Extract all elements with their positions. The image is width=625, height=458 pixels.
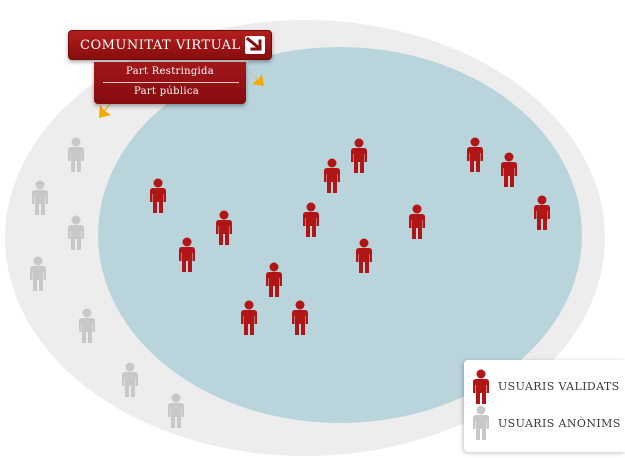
validated-user-icon: [150, 178, 166, 213]
public-area-label: Part pública: [134, 86, 200, 97]
legend-anonymous-label: USUARIS ANÒNIMS: [498, 417, 621, 430]
validated-user-icon: [473, 369, 489, 404]
community-title-banner: COMUNITAT VIRTUAL: [68, 30, 272, 60]
validated-user-icon: [266, 262, 282, 297]
community-title: COMUNITAT VIRTUAL: [80, 37, 241, 53]
validated-user-icon: [409, 204, 425, 239]
areas-divider: [103, 82, 239, 83]
anonymous-user-icon: [68, 137, 84, 172]
validated-user-icon: [241, 300, 257, 335]
anonymous-user-icon: [473, 405, 489, 440]
validated-user-icon: [179, 237, 195, 272]
users-layer: [30, 137, 550, 428]
validated-user-icon: [467, 137, 483, 172]
anonymous-user-icon: [79, 308, 95, 343]
anonymous-user-icon: [30, 256, 46, 291]
restricted-area-label: Part Restringida: [126, 66, 214, 77]
validated-user-icon: [501, 152, 517, 187]
anonymous-user-icon: [32, 180, 48, 215]
anonymous-user-icon: [68, 215, 84, 250]
restricted-area-arrow-icon: [248, 70, 264, 86]
validated-user-icon: [534, 195, 550, 230]
validated-user-icon: [324, 158, 340, 193]
legend-validated-label: USUARIS VALIDATS: [498, 380, 620, 393]
anonymous-user-icon: [168, 393, 184, 428]
validated-user-icon: [292, 300, 308, 335]
validated-user-icon: [351, 138, 367, 173]
public-area-arrow-icon: [99, 100, 114, 118]
arrow-down-right-icon: [245, 36, 265, 54]
anonymous-user-icon: [122, 362, 138, 397]
legend: [464, 360, 625, 452]
areas-panel: [94, 62, 246, 104]
restricted-area: [98, 47, 582, 423]
validated-user-icon: [216, 210, 232, 245]
validated-user-icon: [303, 202, 319, 237]
validated-user-icon: [356, 238, 372, 273]
